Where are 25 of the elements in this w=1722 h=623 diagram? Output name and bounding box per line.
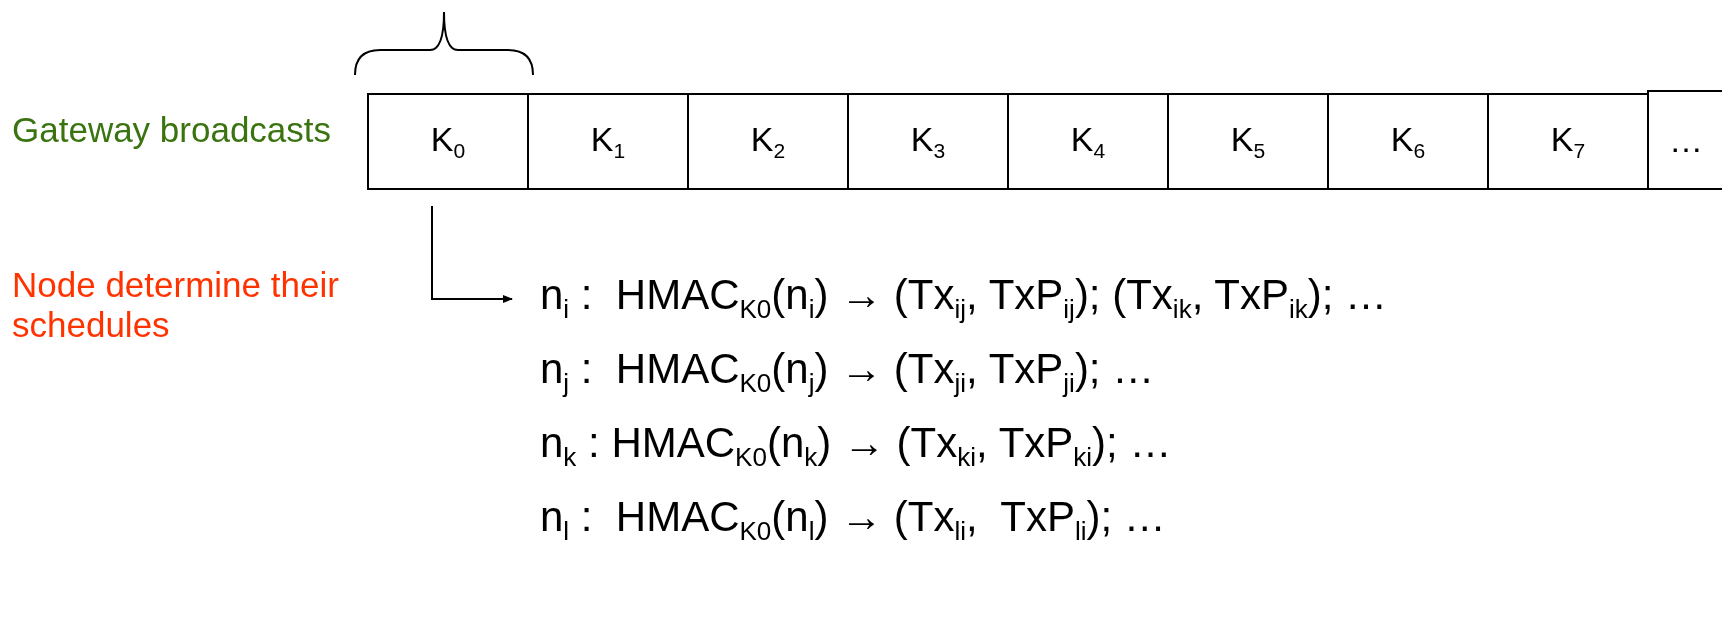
formula-text: n$_{j}$ : HMAC$_{K0}$(n$_{j}$) → (Tx$_{ji}$, TxP$_{ji}$); … xyxy=(540,344,1155,400)
key-label: K$_{7}$ xyxy=(1550,119,1586,164)
key-slot-box xyxy=(1167,93,1329,190)
row-label: Gateway broadcasts xyxy=(12,110,333,151)
key-label: K$_{4}$ xyxy=(1070,119,1106,164)
key-slot-box xyxy=(1327,93,1489,190)
key-slot-box xyxy=(367,93,529,190)
key-slot-box xyxy=(527,93,689,190)
key-label: K$_{2}$ xyxy=(750,119,786,164)
key-slot-box xyxy=(1487,93,1649,190)
formula-text: n$_{i}$ : HMAC$_{K0}$(n$_{i}$) → (Tx$_{ij}$, TxP$_{ij}$); (Tx$_{ik}$, TxP$_{ik}$); … xyxy=(540,270,1388,326)
key-label: K$_{1}$ xyxy=(590,119,626,164)
key-label: K$_{6}$ xyxy=(1390,119,1426,164)
key-label: K$_{0}$ xyxy=(430,119,466,164)
key-slot-box xyxy=(1007,93,1169,190)
formula-text: n$_{l}$ : HMAC$_{K0}$(n$_{l}$) → (Tx$_{li}$, TxP$_{li}$); … xyxy=(540,492,1166,548)
row-label: Node determine their schedules xyxy=(12,265,340,346)
key-label: … xyxy=(1669,120,1703,160)
key-label: K$_{5}$ xyxy=(1230,119,1266,164)
key-slot-box xyxy=(847,93,1009,190)
formula-text: n$_{k}$ : HMAC$_{K0}$(n$_{k}$) → (Tx$_{ki}$, TxP$_{ki}$); … xyxy=(540,418,1172,474)
key-slot-box xyxy=(1647,90,1722,190)
key-label: K$_{3}$ xyxy=(910,119,946,164)
key-slot-box xyxy=(687,93,849,190)
arrow xyxy=(431,205,513,303)
